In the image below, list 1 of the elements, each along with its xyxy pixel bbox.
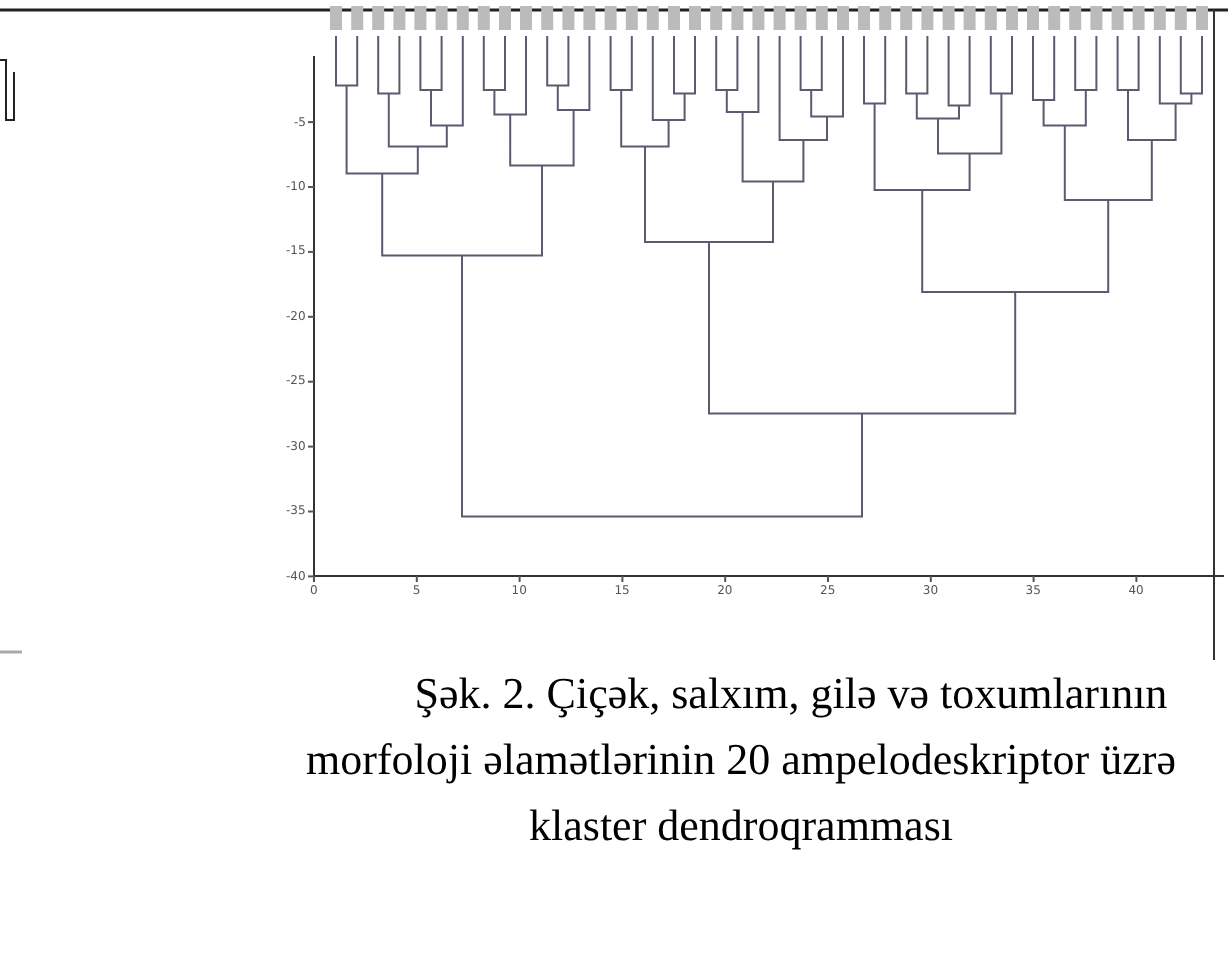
- figure-caption: Şək. 2. Çiçək, salxım, gilə və toxumlarının morfoloji əlamətlərinin 20 ampelodeskriptor üzrə klaster dendroqramması: [304, 666, 1178, 854]
